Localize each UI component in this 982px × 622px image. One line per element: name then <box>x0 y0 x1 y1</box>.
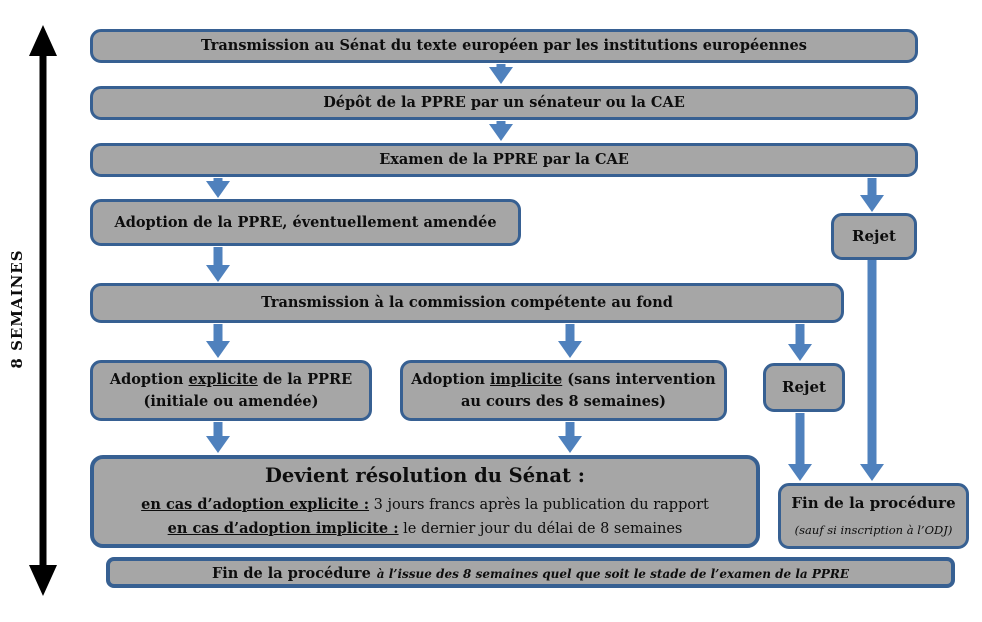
case1-text: 3 jours francs après la publication du r… <box>369 496 709 513</box>
box-adoption-implicite-line2: au cours des 8 semaines) <box>460 392 667 410</box>
box-rejet-commission: Rejet <box>763 363 845 412</box>
box-adoption-implicite-line1: Adoption implicite (sans intervention <box>411 369 715 390</box>
eight-weeks-double-arrow <box>29 25 57 596</box>
arrow-rejet-cae-to-fin <box>860 260 884 481</box>
fin-procedure-odj-note: (sauf si inscription à l’ODJ) <box>794 523 953 538</box>
arrow-implicite-to-resolution <box>558 422 582 453</box>
arrow-commission-to-implicite <box>558 324 582 358</box>
fin-procedure-odj-title: Fin de la procédure <box>791 494 956 513</box>
box-adoption-implicite: Adoption implicite (sans intervention au… <box>400 360 727 421</box>
adoption-explicite-underlined: explicite <box>188 371 258 389</box>
arrow-adoption-to-commission <box>206 247 230 282</box>
timeline-label-8-semaines: 8 SEMAINES <box>8 249 26 369</box>
adoption-implicite-prefix: Adoption <box>411 371 490 389</box>
box-fin-procedure-8-semaines: Fin de la procédure à l’issue des 8 sema… <box>106 557 955 588</box>
arrow-examen-to-rejet <box>860 178 884 212</box>
box-devient-resolution: Devient résolution du Sénat : en cas d’a… <box>90 455 760 548</box>
arrow-examen-to-adoption <box>206 178 230 198</box>
box-transmission-commission-text: Transmission à la commission compétente … <box>261 294 673 312</box>
arrow-transmission-to-depot <box>489 64 513 84</box>
box-rejet-commission-text: Rejet <box>782 377 826 396</box>
box-depot-ppre: Dépôt de la PPRE par un sénateur ou la C… <box>90 86 918 120</box>
box-rejet-cae: Rejet <box>831 213 917 260</box>
box-examen-ppre-text: Examen de la PPRE par la CAE <box>379 151 629 169</box>
box-transmission-senat-text: Transmission au Sénat du texte européen … <box>201 37 807 55</box>
arrow-commission-to-explicite <box>206 324 230 358</box>
case2-label: en cas d’adoption implicite : <box>167 520 399 538</box>
box-rejet-cae-text: Rejet <box>852 226 896 245</box>
arrow-commission-to-rejet <box>788 324 812 361</box>
box-examen-ppre: Examen de la PPRE par la CAE <box>90 143 918 177</box>
adoption-implicite-suffix: (sans intervention <box>562 371 716 389</box>
box-depot-ppre-text: Dépôt de la PPRE par un sénateur ou la C… <box>323 94 685 112</box>
adoption-implicite-underlined: implicite <box>489 371 563 389</box>
fin-procedure-8sem-label: Fin de la procédure <box>211 565 371 582</box>
devient-resolution-case1: en cas d’adoption explicite : 3 jours fr… <box>141 493 709 517</box>
box-transmission-senat: Transmission au Sénat du texte européen … <box>90 29 918 63</box>
box-fin-procedure-odj: Fin de la procédure (sauf si inscription… <box>778 483 969 549</box>
box-adoption-explicite: Adoption explicite de la PPRE (initiale … <box>90 360 372 421</box>
box-adoption-explicite-line1: Adoption explicite de la PPRE <box>110 369 352 390</box>
adoption-explicite-prefix: Adoption <box>109 371 189 389</box>
box-adoption-ppre-text: Adoption de la PPRE, éventuellement amen… <box>114 213 497 231</box>
arrow-explicite-to-resolution <box>206 422 230 453</box>
arrow-rejet-commission-to-fin <box>788 413 812 481</box>
case1-label: en cas d’adoption explicite : <box>141 495 370 513</box>
box-transmission-commission: Transmission à la commission compétente … <box>90 283 844 323</box>
case2-text: le dernier jour du délai de 8 semaines <box>398 521 683 538</box>
arrow-depot-to-examen <box>489 121 513 141</box>
fin-procedure-8sem-note: à l’issue des 8 semaines quel que soit l… <box>376 567 850 581</box>
box-adoption-ppre: Adoption de la PPRE, éventuellement amen… <box>90 199 521 246</box>
adoption-explicite-suffix: de la PPRE <box>257 371 353 389</box>
box-adoption-explicite-line2: (initiale ou amendée) <box>143 392 319 410</box>
devient-resolution-title: Devient résolution du Sénat : <box>265 463 585 487</box>
devient-resolution-case2: en cas d’adoption implicite : le dernier… <box>168 517 683 541</box>
